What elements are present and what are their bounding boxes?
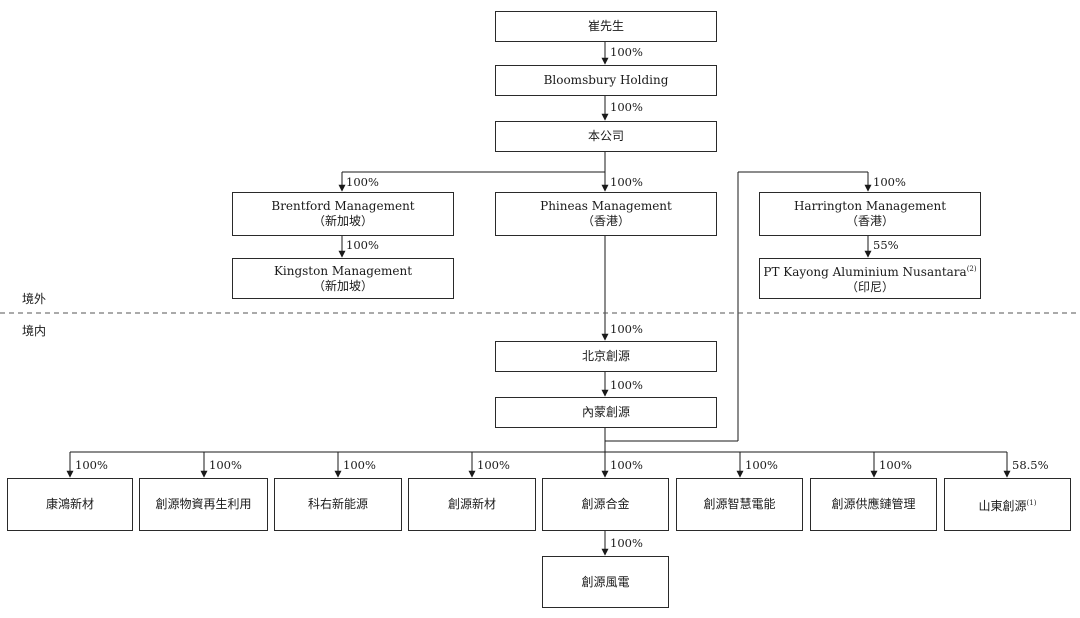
entity-neimeng: 內蒙創源 bbox=[495, 397, 717, 428]
entity-keyou: 科右新能源 bbox=[274, 478, 402, 531]
ownership-neimeng-supply: 100% bbox=[879, 458, 912, 472]
entity-beijing: 北京創源 bbox=[495, 341, 717, 372]
entity-phineas-region: （香港） bbox=[581, 214, 630, 228]
entity-pt-kayong-name-text: PT Kayong Aluminium Nusantara bbox=[763, 265, 967, 279]
ownership-neimeng-alloy: 100% bbox=[610, 458, 643, 472]
ownership-company-brentford: 100% bbox=[346, 175, 379, 189]
entity-bloomsbury: Bloomsbury Holding bbox=[495, 65, 717, 96]
entity-kingston-name: Kingston Management bbox=[273, 263, 413, 278]
entity-alloy: 創源合金 bbox=[542, 478, 669, 531]
ownership-brentford-kingston: 100% bbox=[346, 238, 379, 252]
entity-phineas: Phineas Management （香港） bbox=[495, 192, 717, 236]
entity-company: 本公司 bbox=[495, 121, 717, 152]
region-label-onshore: 境内 bbox=[22, 324, 47, 338]
entity-shandong-label: 山東創源(1) bbox=[979, 496, 1037, 514]
entity-wind-label: 創源風電 bbox=[581, 574, 630, 589]
entity-smart: 創源智慧電能 bbox=[676, 478, 803, 531]
ownership-harrington-pt: 55% bbox=[873, 238, 899, 252]
entity-smart-label: 創源智慧電能 bbox=[703, 497, 776, 511]
ownership-neimeng-keyou: 100% bbox=[343, 458, 376, 472]
ownership-phineas-beijing: 100% bbox=[610, 322, 643, 336]
entity-kingston: Kingston Management （新加坡） bbox=[232, 258, 454, 299]
entity-alloy-label: 創源合金 bbox=[581, 497, 630, 511]
entity-bloomsbury-label: Bloomsbury Holding bbox=[543, 73, 669, 87]
entity-recycling: 創源物資再生利用 bbox=[139, 478, 268, 531]
ownership-alloy-wind: 100% bbox=[610, 536, 643, 550]
ownership-bloomsbury-company: 100% bbox=[610, 100, 643, 114]
ownership-neimeng-shandong: 58.5% bbox=[1012, 458, 1049, 472]
ownership-cui-bloomsbury: 100% bbox=[610, 45, 643, 59]
entity-kanghong: 康鴻新材 bbox=[7, 478, 133, 531]
entity-wind: 創源風電 bbox=[542, 556, 669, 608]
entity-shandong-name: 山東創源 bbox=[978, 498, 1027, 513]
entity-recycling-label: 創源物資再生利用 bbox=[155, 497, 252, 511]
entity-cui-label: 崔先生 bbox=[587, 19, 624, 33]
entity-company-label: 本公司 bbox=[587, 129, 624, 143]
entity-brentford-name: Brentford Management bbox=[271, 199, 415, 213]
entity-newmat-label: 創源新材 bbox=[447, 497, 496, 511]
entity-supply: 創源供應鏈管理 bbox=[810, 478, 937, 531]
entity-pt-kayong-note: (2) bbox=[966, 265, 977, 273]
entity-supply-label: 創源供應鏈管理 bbox=[831, 497, 916, 511]
entity-newmat: 創源新材 bbox=[408, 478, 536, 531]
entity-pt-kayong-name: PT Kayong Aluminium Nusantara(2) bbox=[763, 262, 976, 280]
entity-shandong-note: (1) bbox=[1026, 498, 1037, 507]
ownership-neimeng-recycling: 100% bbox=[209, 458, 242, 472]
entity-harrington: Harrington Management （香港） bbox=[759, 192, 981, 236]
entity-brentford-region: （新加坡） bbox=[312, 214, 373, 228]
entity-kanghong-label: 康鴻新材 bbox=[45, 497, 94, 511]
entity-harrington-name: Harrington Management bbox=[793, 199, 947, 213]
ownership-beijing-neimeng: 100% bbox=[610, 378, 643, 392]
entity-pt-kayong-region: （印尼） bbox=[845, 280, 894, 294]
entity-harrington-region: （香港） bbox=[845, 214, 894, 228]
ownership-neimeng-kanghong: 100% bbox=[75, 458, 108, 472]
entity-pt-kayong: PT Kayong Aluminium Nusantara(2) （印尼） bbox=[759, 258, 981, 299]
entity-keyou-label: 科右新能源 bbox=[307, 497, 368, 511]
entity-shandong: 山東創源(1) bbox=[944, 478, 1071, 531]
entity-brentford: Brentford Management （新加坡） bbox=[232, 192, 454, 236]
ownership-company-phineas: 100% bbox=[610, 175, 643, 189]
entity-beijing-label: 北京創源 bbox=[581, 349, 630, 363]
region-label-offshore: 境外 bbox=[22, 292, 47, 306]
ownership-company-harrington: 100% bbox=[873, 175, 906, 189]
ownership-neimeng-newmat: 100% bbox=[477, 458, 510, 472]
entity-phineas-name: Phineas Management bbox=[540, 199, 672, 213]
ownership-neimeng-smart: 100% bbox=[745, 458, 778, 472]
entity-cui: 崔先生 bbox=[495, 11, 717, 42]
entity-neimeng-label: 內蒙創源 bbox=[581, 405, 630, 419]
entity-kingston-region: （新加坡） bbox=[312, 278, 373, 293]
